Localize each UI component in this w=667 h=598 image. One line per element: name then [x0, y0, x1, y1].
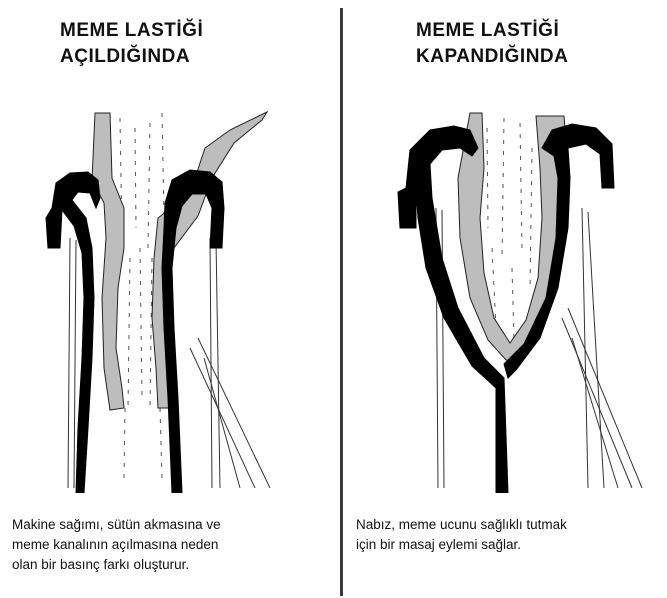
caption-liner-closed: Nabız, meme ucunu sağlıklı tutmak için b… [356, 515, 667, 555]
teat-left-wall [92, 113, 124, 410]
panel-liner-closed: MEME LASTİĞİ KAPANDIĞINDA Nabız, meme uc… [344, 0, 667, 598]
panel-divider [340, 8, 343, 596]
udder-texture [487, 118, 532, 338]
liner-left [46, 172, 100, 493]
caption-liner-open: Makine sağımı, sütün akmasına ve meme ka… [12, 515, 332, 575]
title-liner-open: MEME LASTİĞİ AÇILDIĞINDA [60, 18, 203, 70]
title-liner-closed: MEME LASTİĞİ KAPANDIĞINDA [416, 18, 568, 70]
diagram-liner-closed [392, 108, 662, 493]
diagram-liner-open [40, 108, 280, 493]
panel-liner-open: MEME LASTİĞİ AÇILDIĞINDA [0, 0, 340, 598]
